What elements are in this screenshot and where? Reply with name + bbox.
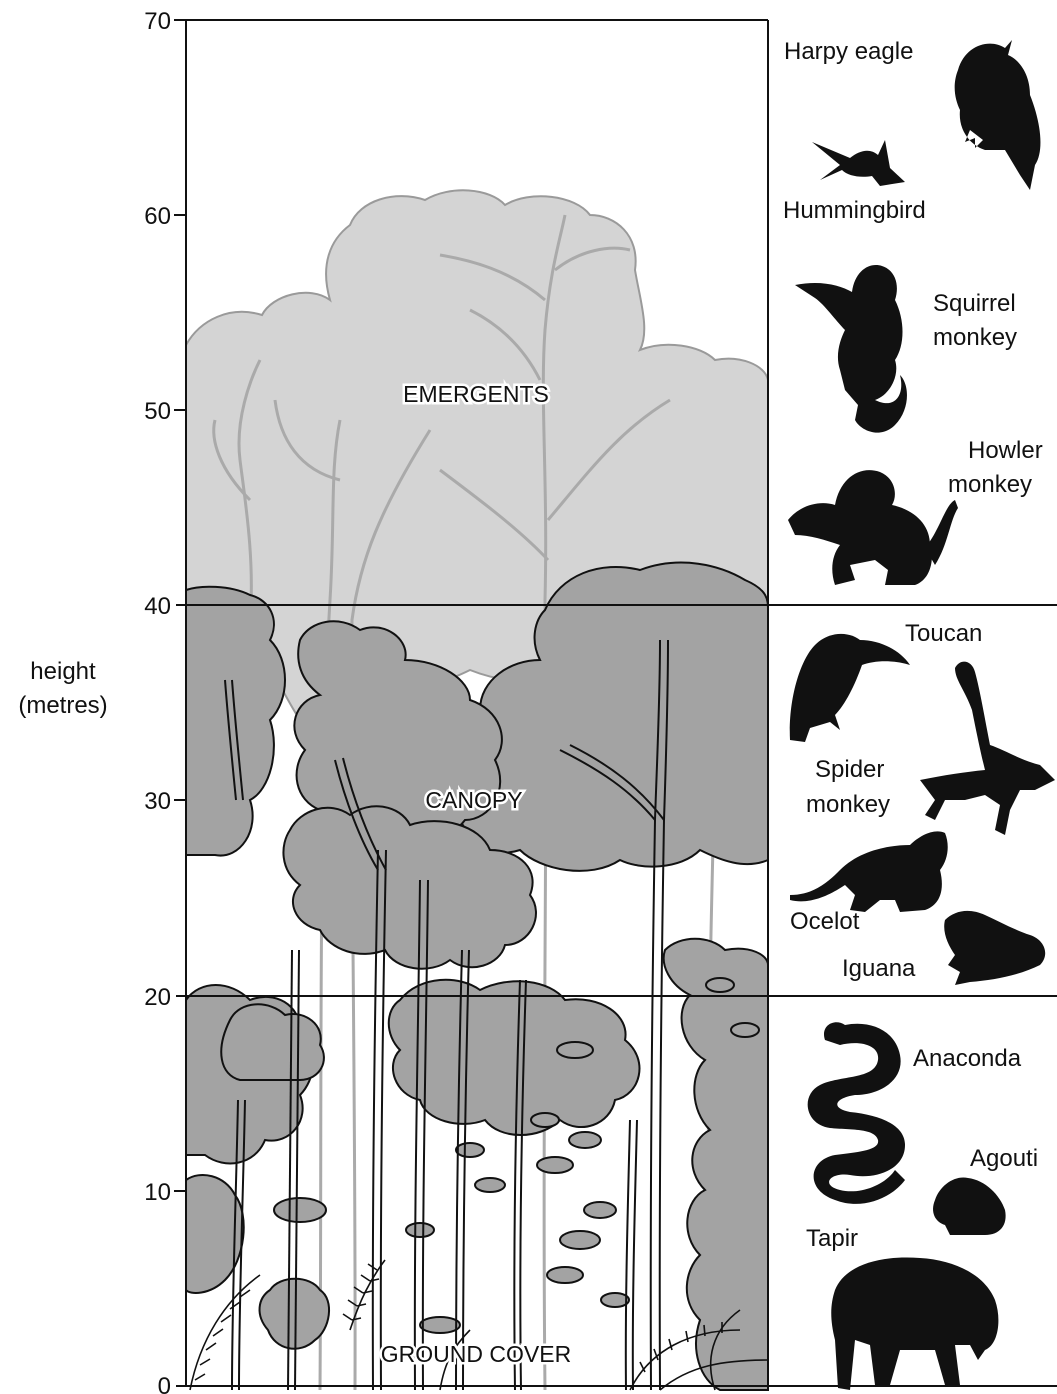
label-howler-monkey-2: monkey <box>948 471 1032 498</box>
label-ocelot: Ocelot <box>790 908 860 935</box>
anaconda-icon <box>808 1022 905 1204</box>
iguana-icon <box>944 911 1045 985</box>
label-toucan: Toucan <box>905 620 982 647</box>
axis-title-line2: (metres) <box>18 692 107 719</box>
layer-label-canopy: CANOPY <box>425 787 522 813</box>
tapir-icon <box>831 1257 998 1390</box>
tick-label-30: 30 <box>144 788 171 815</box>
axis-title-line1: height <box>30 658 96 685</box>
tick-label-20: 20 <box>144 984 171 1011</box>
label-agouti: Agouti <box>970 1145 1038 1172</box>
layer-label-ground-cover: GROUND COVER <box>381 1341 571 1367</box>
label-hummingbird: Hummingbird <box>783 197 926 224</box>
howler-monkey-icon <box>788 470 958 585</box>
ocelot-icon <box>790 831 948 912</box>
animal-silhouettes <box>788 40 1055 1390</box>
agouti-icon <box>933 1177 1006 1235</box>
understory-crown-2 <box>260 1279 330 1349</box>
layer-label-emergents: EMERGENTS <box>403 381 549 407</box>
tick-label-10: 10 <box>144 1179 171 1206</box>
label-squirrel-monkey-2: monkey <box>933 324 1017 351</box>
toucan-icon <box>790 634 910 742</box>
axis-tick-labels: 0 10 20 30 40 50 60 70 <box>144 8 171 1394</box>
spider-monkey-icon <box>920 662 1055 835</box>
label-howler-monkey-1: Howler <box>968 437 1043 464</box>
tick-label-60: 60 <box>144 203 171 230</box>
tick-label-0: 0 <box>158 1373 171 1394</box>
hummingbird-icon <box>812 140 905 186</box>
canopy-trees <box>186 563 768 1390</box>
understory-crown <box>221 1004 324 1080</box>
label-iguana: Iguana <box>842 955 916 982</box>
label-squirrel-monkey-1: Squirrel <box>933 290 1016 317</box>
label-spider-monkey-1: Spider <box>815 756 884 783</box>
squirrel-monkey-icon <box>795 265 907 433</box>
label-tapir: Tapir <box>806 1225 858 1252</box>
tick-label-40: 40 <box>144 593 171 620</box>
label-spider-monkey-2: monkey <box>806 791 890 818</box>
canopy-crown-lower-right <box>664 939 768 1390</box>
tick-label-50: 50 <box>144 398 171 425</box>
label-anaconda: Anaconda <box>913 1045 1022 1072</box>
label-harpy-eagle: Harpy eagle <box>784 38 913 65</box>
harpy-eagle-icon <box>955 40 1041 190</box>
tick-label-70: 70 <box>144 8 171 35</box>
